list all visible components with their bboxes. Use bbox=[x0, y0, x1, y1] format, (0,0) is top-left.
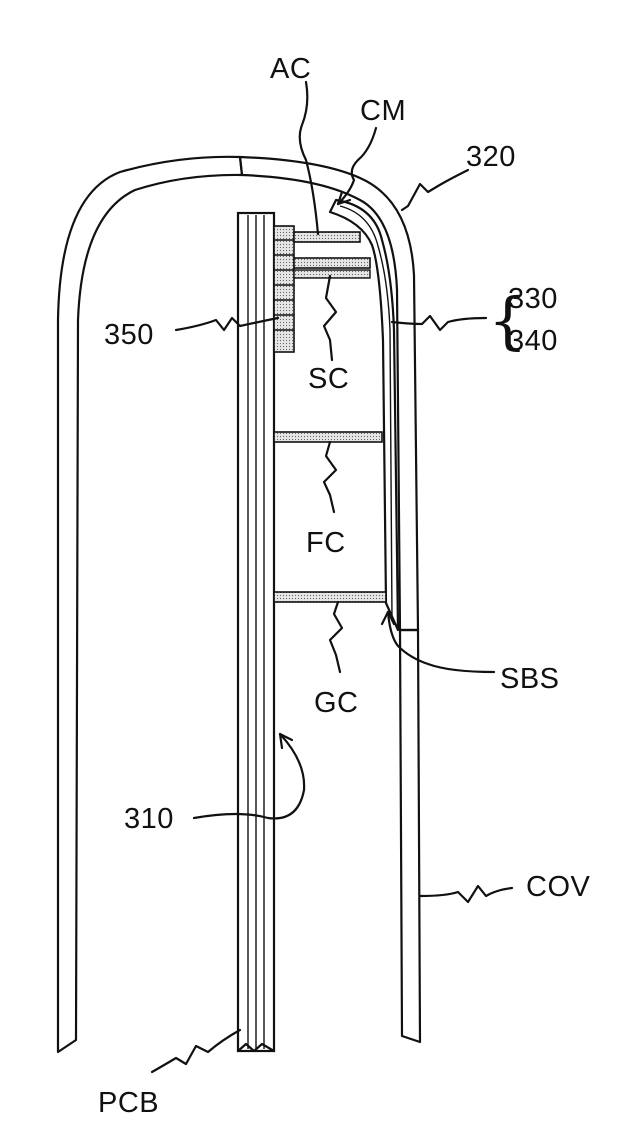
label-310: 310 bbox=[124, 803, 174, 835]
label-sc: SC bbox=[308, 363, 349, 395]
leader-lines bbox=[152, 82, 512, 1072]
label-340: 340 bbox=[508, 325, 558, 357]
label-gc: GC bbox=[314, 687, 359, 719]
label-cov: COV bbox=[526, 871, 591, 903]
label-350: 350 bbox=[104, 319, 154, 351]
labels: AC CM 320 330 340 350 SC FC GC SBS 310 C… bbox=[98, 53, 591, 1119]
connector-gc bbox=[274, 592, 386, 602]
connector-sc bbox=[294, 258, 370, 278]
label-cm: CM bbox=[360, 95, 406, 127]
pcb-board bbox=[238, 213, 274, 1051]
label-fc: FC bbox=[306, 527, 346, 559]
connector-fc bbox=[274, 432, 382, 442]
label-320: 320 bbox=[466, 141, 516, 173]
label-330: 330 bbox=[508, 283, 558, 315]
label-ac: AC bbox=[270, 53, 311, 85]
component-350 bbox=[274, 226, 294, 352]
label-pcb: PCB bbox=[98, 1087, 159, 1119]
connector-ac bbox=[294, 232, 360, 242]
label-sbs: SBS bbox=[500, 663, 560, 695]
